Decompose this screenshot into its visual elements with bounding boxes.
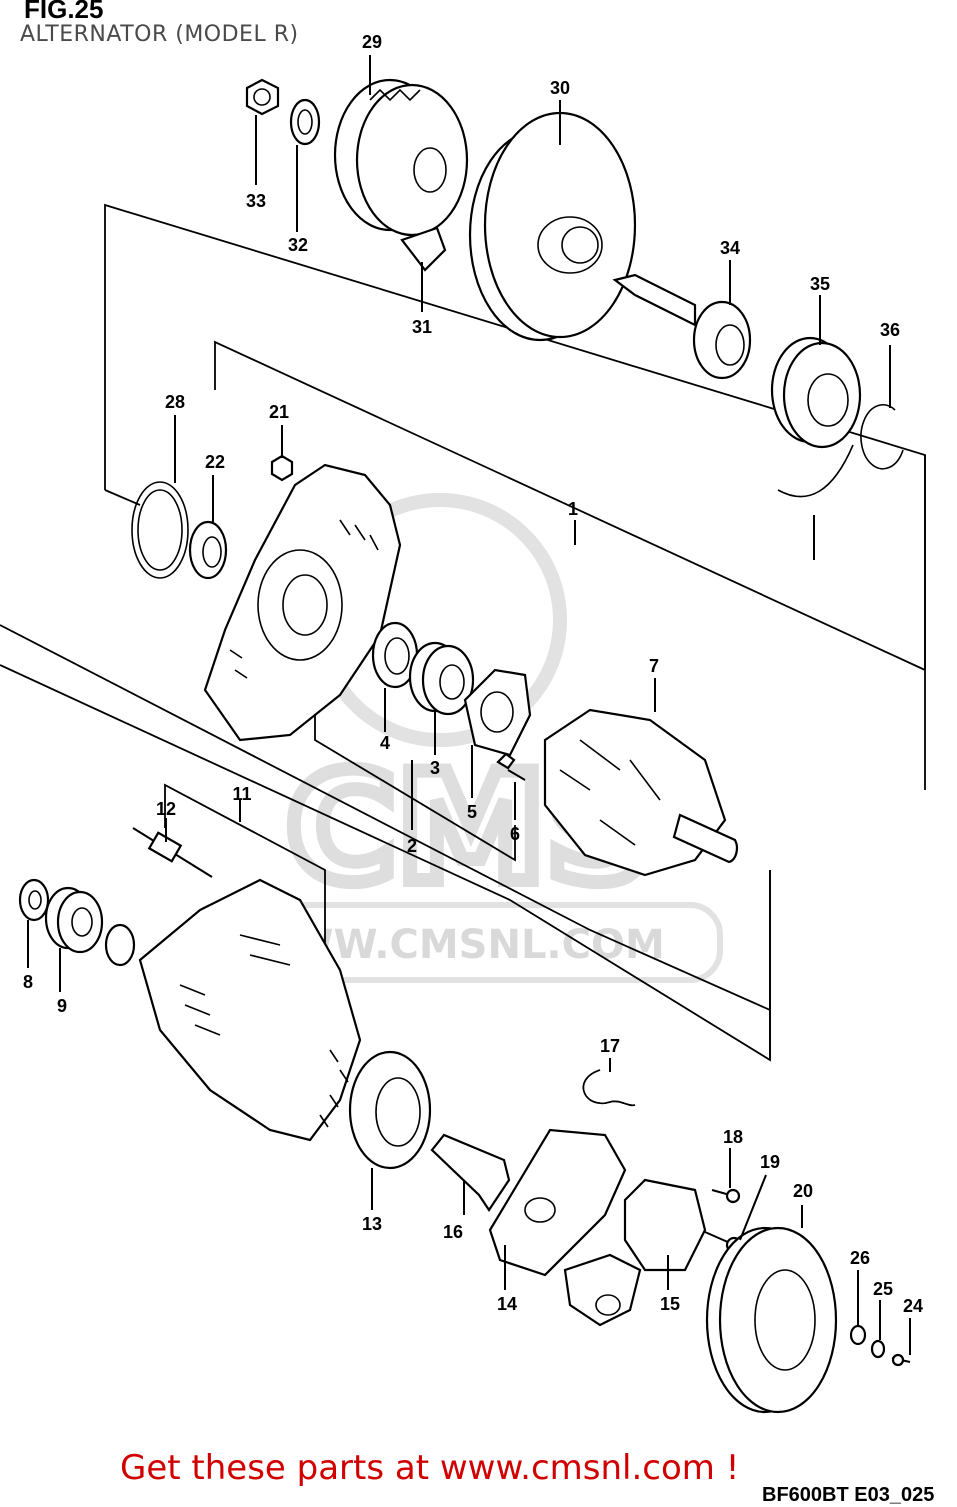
callout-26: 28 xyxy=(165,392,185,412)
part-5-retainer xyxy=(463,668,532,757)
callout-15: 15 xyxy=(660,1294,680,1314)
callout-9: 9 xyxy=(57,996,67,1016)
callout-17: 17 xyxy=(600,1036,620,1056)
callout-12: 12 xyxy=(156,799,176,819)
group-frame-2 xyxy=(314,700,516,862)
callout-33: 34 xyxy=(720,238,740,258)
callout-23: 24 xyxy=(903,1296,923,1316)
callout-18: 18 xyxy=(723,1127,743,1147)
callout-25: 26 xyxy=(850,1248,870,1268)
callout-11: 11 xyxy=(232,784,251,804)
part-22-seal xyxy=(188,520,228,580)
diagram-code: BF600BT E03_025 xyxy=(762,1484,935,1506)
leader-lines xyxy=(27,55,911,1355)
part-21-nut xyxy=(270,454,294,482)
callout-13: 13 xyxy=(362,1214,382,1234)
callout-8: 8 xyxy=(23,972,33,992)
part-35-circlip xyxy=(860,403,904,470)
callout-4: 4 xyxy=(380,733,390,753)
callout-21: 21 xyxy=(269,402,289,422)
part-32-nut xyxy=(245,78,280,116)
callout-2: 2 xyxy=(407,836,417,856)
callout-22: 22 xyxy=(205,452,225,472)
callout-28: 29 xyxy=(362,32,382,52)
figure-title: FIG.25 xyxy=(24,0,104,24)
callout-16: 16 xyxy=(443,1222,463,1242)
callout-24: 25 xyxy=(873,1279,893,1299)
group-frame-11 xyxy=(164,783,326,1000)
part-18-screw xyxy=(711,1188,741,1204)
part-14-regulator xyxy=(488,1128,627,1277)
part-10-ring xyxy=(104,923,136,967)
part-8-washer xyxy=(18,878,50,922)
part-12-stud xyxy=(132,827,213,878)
part-17-tube xyxy=(582,1069,636,1107)
callout-labels: 33 32 31 29 30 34 35 36 28 22 21 1 4 3 5… xyxy=(23,32,923,1316)
part-31-washer xyxy=(289,98,321,146)
part-36-ring xyxy=(777,444,854,498)
callout-31: 32 xyxy=(288,235,308,255)
group-frame-outer-tick xyxy=(104,489,141,506)
callout-5: 5 xyxy=(467,802,477,822)
part-15-brush-holder xyxy=(623,1178,707,1272)
part-9-bearing xyxy=(44,886,104,954)
get-parts-link[interactable]: Get these parts at www.cmsnl.com ! xyxy=(120,1448,740,1488)
part-26-o-ring xyxy=(131,481,189,579)
assembly-frames xyxy=(0,203,926,1062)
part-14b-bracket xyxy=(563,1253,642,1327)
callout-3: 3 xyxy=(430,758,440,778)
part-30-key xyxy=(400,226,447,272)
callout-35: 36 xyxy=(880,320,900,340)
callout-19: 19 xyxy=(760,1152,780,1172)
callout-29: 30 xyxy=(550,78,570,98)
part-23-screw xyxy=(891,1353,911,1367)
callout-14: 14 xyxy=(497,1294,517,1314)
group-frame-1 xyxy=(214,340,926,671)
part-7-rotor xyxy=(543,708,739,877)
part-34-bearing xyxy=(770,336,862,449)
callout-30: 31 xyxy=(412,317,432,337)
part-25-washer xyxy=(849,1324,867,1346)
part-13-stator-cover xyxy=(348,1050,432,1170)
callout-20: 20 xyxy=(793,1181,813,1201)
part-16-clip xyxy=(430,1133,511,1212)
part-3-bearing xyxy=(408,641,475,716)
figure-subtitle: ALTERNATOR (MODEL R) xyxy=(20,22,299,47)
part-11-rear-housing xyxy=(138,878,362,1142)
part-33-shaft xyxy=(612,273,752,380)
callout-32: 33 xyxy=(246,191,266,211)
part-20-rear-cover xyxy=(705,1226,838,1414)
part-28-fan-hub xyxy=(333,78,469,237)
callout-7: 7 xyxy=(649,656,659,676)
callout-34: 35 xyxy=(810,274,830,294)
part-6-screw xyxy=(496,752,526,781)
callout-1: 1 xyxy=(568,499,578,519)
part-29-pulley xyxy=(468,111,637,342)
part-1-housing xyxy=(203,463,402,742)
part-24-washer xyxy=(870,1339,886,1359)
callout-6: 6 xyxy=(510,824,520,844)
